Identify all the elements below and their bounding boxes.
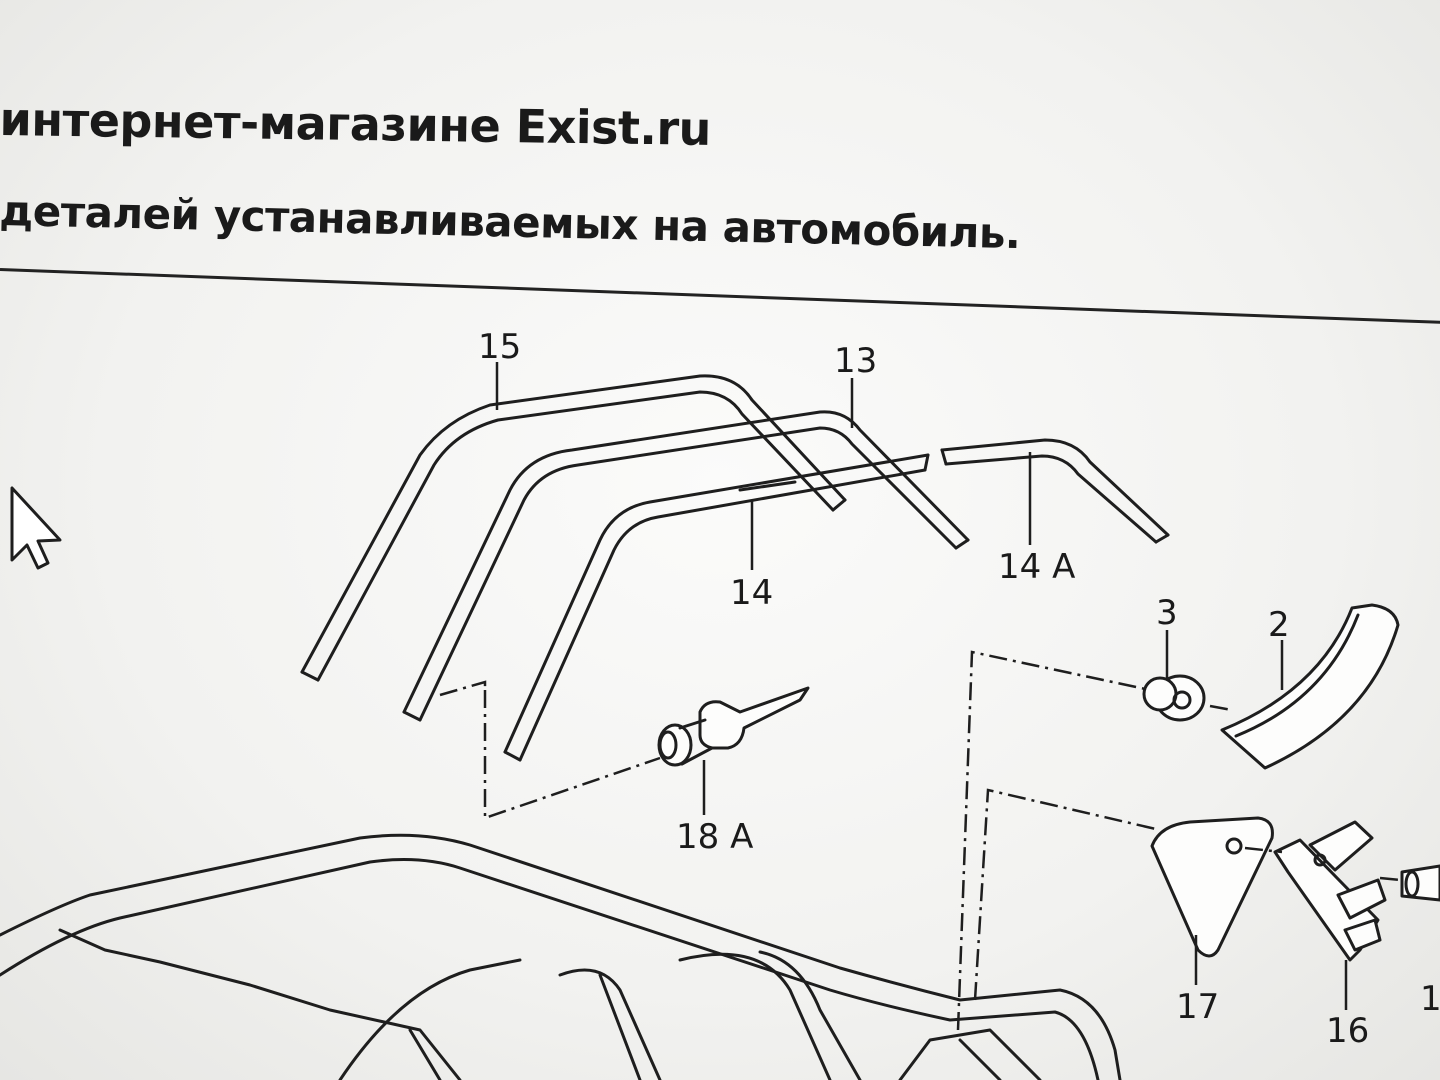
part-2-corner-trim[interactable] — [1220, 603, 1400, 770]
part-18a-clip[interactable] — [657, 686, 810, 767]
callout-2: 2 — [1268, 605, 1290, 645]
callout-1: 1 — [1420, 979, 1440, 1019]
part-16-hinge[interactable] — [1273, 820, 1387, 962]
dash-glass-to-body — [973, 788, 1161, 1001]
dash-bolt — [1379, 876, 1401, 882]
part-13-door-moulding[interactable] — [402, 410, 970, 722]
dash-18a-bracket — [439, 680, 487, 697]
callout-3: 3 — [1156, 593, 1178, 633]
part-15-roof-moulding[interactable] — [300, 374, 847, 682]
part-14a-rear-moulding[interactable] — [940, 438, 1170, 544]
callout-18a: 18 A — [676, 817, 753, 857]
callout-15: 15 — [478, 327, 521, 367]
dash-glass-to-hinge — [1244, 846, 1283, 854]
dash-18a-to-14 — [483, 690, 661, 820]
callout-16: 16 — [1326, 1011, 1369, 1051]
part-3-nut[interactable] — [1142, 674, 1206, 722]
part-17-quarter-glass[interactable] — [1150, 816, 1274, 958]
dash-nut-to-body — [956, 650, 1151, 1031]
part-14-front-moulding[interactable] — [503, 453, 930, 762]
callout-14a: 14 A — [998, 547, 1075, 587]
car-body-outline — [0, 833, 1122, 1080]
dash-nut-to-trim — [1209, 704, 1233, 712]
callout-17: 17 — [1176, 987, 1219, 1027]
callout-14: 14 — [730, 573, 773, 613]
part-1-bolt[interactable] — [1400, 864, 1440, 902]
callout-13: 13 — [834, 341, 877, 381]
mouse-cursor-icon — [10, 486, 62, 570]
